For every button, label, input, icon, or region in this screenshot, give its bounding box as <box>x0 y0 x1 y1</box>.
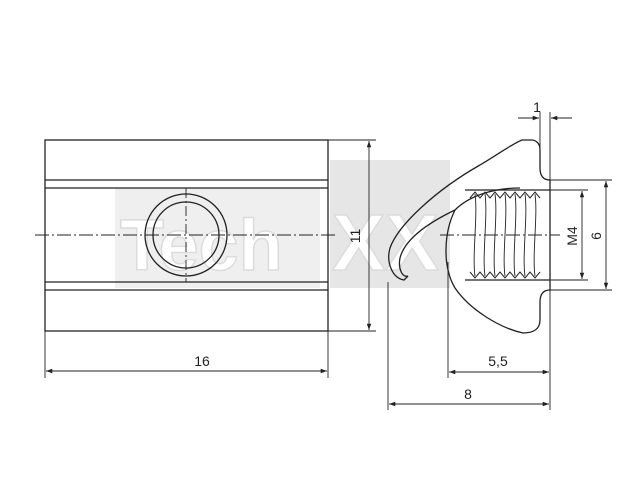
dim-width-front: 16 <box>194 353 210 369</box>
dim-depth-inner: 5,5 <box>488 353 508 369</box>
watermark-brand-right: XX <box>332 198 439 287</box>
front-dimensions <box>44 139 376 378</box>
side-view <box>388 139 560 334</box>
dim-thread: M4 <box>564 226 580 246</box>
dim-depth-total: 8 <box>464 386 472 402</box>
dim-flange-height: 6 <box>588 232 604 240</box>
side-inner-curve <box>454 187 521 211</box>
dim-top-thickness: 1 <box>533 99 541 115</box>
dim-height-front: 11 <box>347 229 363 244</box>
watermark-brand-left: Tech <box>120 206 283 286</box>
thread-zigzag-bottom <box>469 271 541 279</box>
front-view <box>35 139 338 332</box>
front-outline <box>44 139 329 332</box>
thread-turns <box>473 193 537 277</box>
side-outline <box>388 139 551 334</box>
thread-zigzag-top <box>469 191 541 199</box>
side-dimensions <box>387 112 612 410</box>
